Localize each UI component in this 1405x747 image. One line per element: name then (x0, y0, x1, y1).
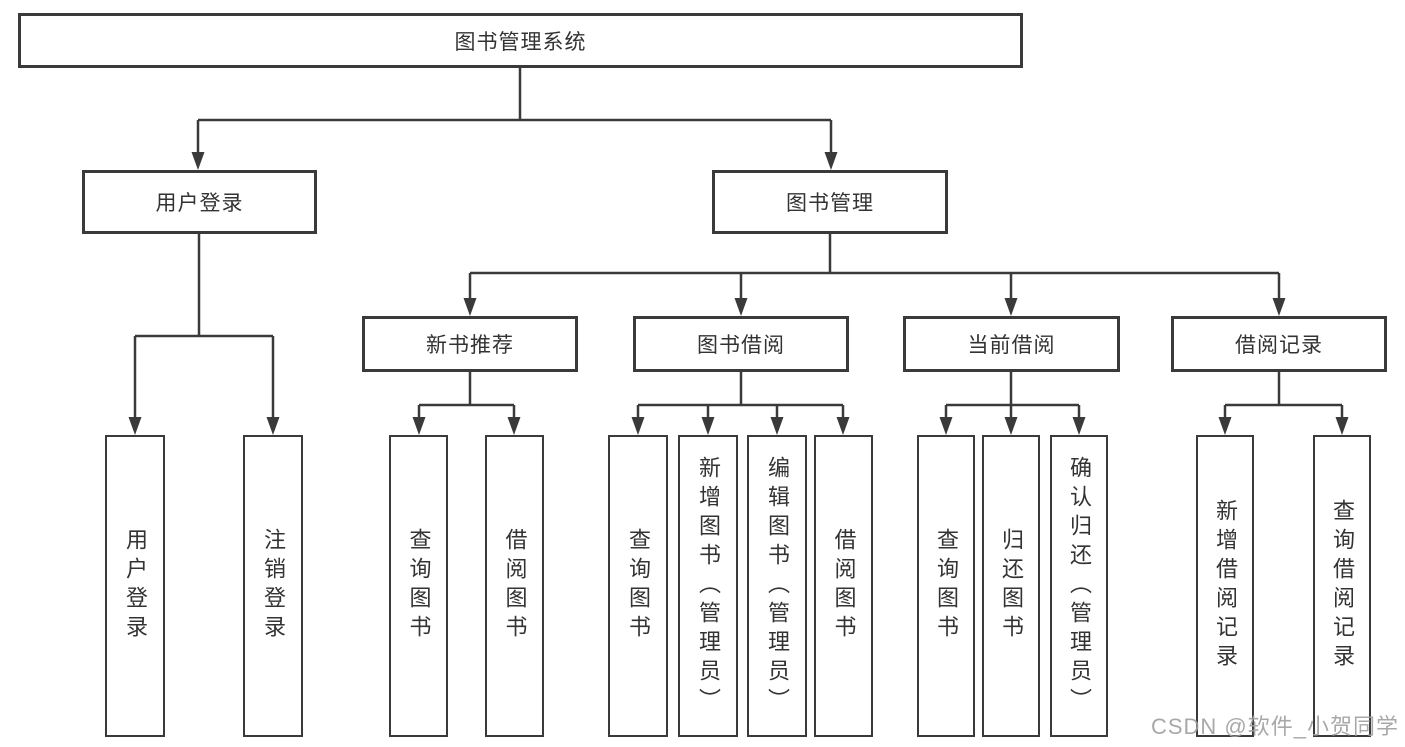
leaf-add-borrow-record-label: 新增借阅记录 (1213, 499, 1238, 673)
node-root-label: 图书管理系统 (454, 30, 587, 54)
leaf-user-login-label: 用户登录 (123, 528, 148, 644)
leaf-query-books-current-label: 查询图书 (934, 528, 959, 644)
leaf-add-book-admin-label: 新增图书（管理员） (696, 455, 721, 717)
leaf-query-borrow-record: 查询借阅记录 (1313, 435, 1371, 737)
leaf-query-books-borrow: 查询图书 (608, 435, 668, 737)
node-book-borrow-label: 图书借阅 (697, 334, 785, 357)
node-book-management-label: 图书管理 (786, 192, 874, 215)
leaf-query-books-borrow-label: 查询图书 (626, 528, 651, 644)
leaf-borrow-books: 借阅图书 (814, 435, 873, 737)
leaf-query-books-recommend-label: 查询图书 (406, 528, 432, 644)
node-borrow-records: 借阅记录 (1171, 316, 1387, 372)
leaf-user-login: 用户登录 (105, 435, 165, 737)
leaf-query-books-current: 查询图书 (917, 435, 975, 737)
node-book-management: 图书管理 (712, 170, 948, 234)
leaf-logout-login: 注销登录 (243, 435, 303, 737)
csdn-watermark: CSDN @软件_小贺同学 (1150, 714, 1399, 739)
leaf-return-books-label: 归还图书 (999, 528, 1024, 644)
leaf-add-borrow-record: 新增借阅记录 (1196, 435, 1254, 737)
leaf-borrow-books-recommend-label: 借阅图书 (502, 528, 528, 644)
node-new-book-recommend-label: 新书推荐 (426, 334, 514, 357)
leaf-edit-book-admin: 编辑图书（管理员） (747, 435, 807, 737)
leaf-borrow-books-recommend: 借阅图书 (485, 435, 544, 737)
node-new-book-recommend: 新书推荐 (362, 316, 578, 372)
leaf-edit-book-admin-label: 编辑图书（管理员） (765, 455, 790, 717)
node-root: 图书管理系统 (18, 13, 1023, 68)
leaf-return-books: 归还图书 (982, 435, 1040, 737)
node-user-login-label: 用户登录 (155, 192, 244, 215)
leaf-borrow-books-label: 借阅图书 (831, 528, 857, 644)
leaf-confirm-return-admin: 确认归还（管理员） (1050, 435, 1108, 737)
leaf-confirm-return-admin-label: 确认归还（管理员） (1067, 455, 1092, 717)
node-current-borrow: 当前借阅 (903, 316, 1120, 372)
leaf-add-book-admin: 新增图书（管理员） (678, 435, 738, 737)
leaf-query-books-recommend: 查询图书 (389, 435, 448, 737)
node-borrow-records-label: 借阅记录 (1235, 334, 1323, 357)
leaf-logout-login-label: 注销登录 (261, 528, 286, 644)
node-user-login: 用户登录 (82, 170, 317, 234)
node-book-borrow: 图书借阅 (633, 316, 849, 372)
node-current-borrow-label: 当前借阅 (967, 334, 1056, 357)
leaf-query-borrow-record-label: 查询借阅记录 (1330, 499, 1355, 673)
